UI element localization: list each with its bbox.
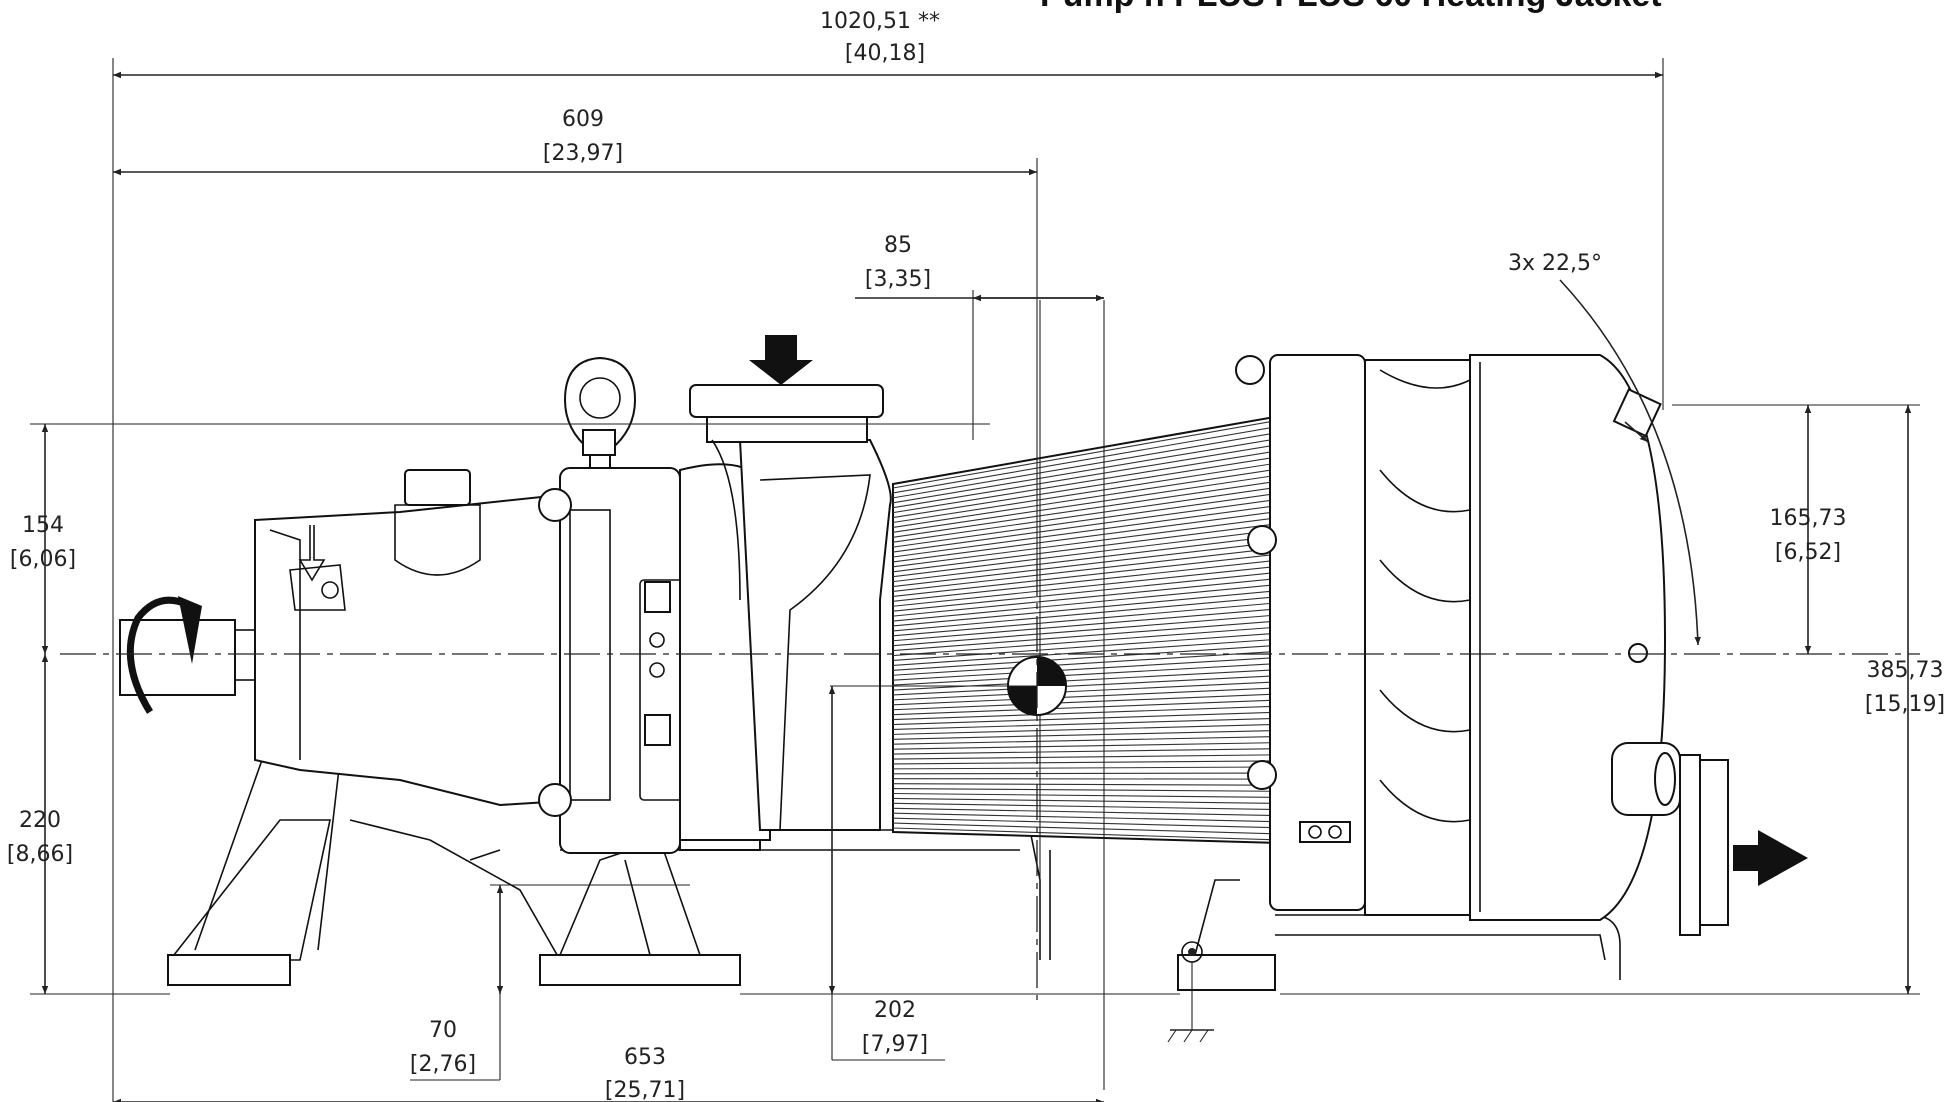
dim-385-inch: [15,19] — [1865, 692, 1945, 717]
dim-70-inch: [2,76] — [410, 1052, 476, 1077]
pump-body — [119, 300, 1729, 1090]
dim-609-inch: [23,97] — [543, 141, 623, 166]
dim-154-inch: [6,06] — [10, 547, 76, 572]
drawing-title: Pump n PLUS PLUS 60 Heating Jacket — [1040, 0, 1662, 14]
dim-653-inch: [25,71] — [605, 1078, 685, 1102]
rotation-direction-icon — [126, 596, 202, 714]
dim-154-mm: 154 — [22, 513, 64, 538]
inlet-flow-arrow-icon — [749, 335, 813, 385]
dim-202-mm: 202 — [874, 998, 916, 1023]
dim-165-inch: [6,52] — [1775, 540, 1841, 565]
dim-85-mm: 85 — [884, 233, 912, 258]
dim-609-mm: 609 — [562, 107, 604, 132]
dim-385-mm: 385,73 — [1867, 658, 1944, 683]
dimension-labels: 1020,51 ** [40,18] 609 [23,97] 85 [3,35]… — [7, 9, 1945, 1102]
dim-220-inch: [8,66] — [7, 842, 73, 867]
dim-85-inch: [3,35] — [865, 267, 931, 292]
dim-angle: 3x 22,5° — [1508, 251, 1602, 276]
dim-70-mm: 70 — [429, 1018, 457, 1043]
dim-202-inch: [7,97] — [862, 1032, 928, 1057]
dim-653-mm: 653 — [624, 1045, 666, 1070]
dim-overall-mm: 1020,51 ** — [820, 9, 940, 34]
dimension-lines — [30, 58, 1920, 1102]
heating-jacket-coils — [892, 419, 1281, 841]
dim-165-mm: 165,73 — [1770, 506, 1847, 531]
dim-overall-inch: [40,18] — [845, 41, 925, 66]
outlet-flow-arrow-icon — [1733, 830, 1808, 886]
dim-220-mm: 220 — [19, 808, 61, 833]
